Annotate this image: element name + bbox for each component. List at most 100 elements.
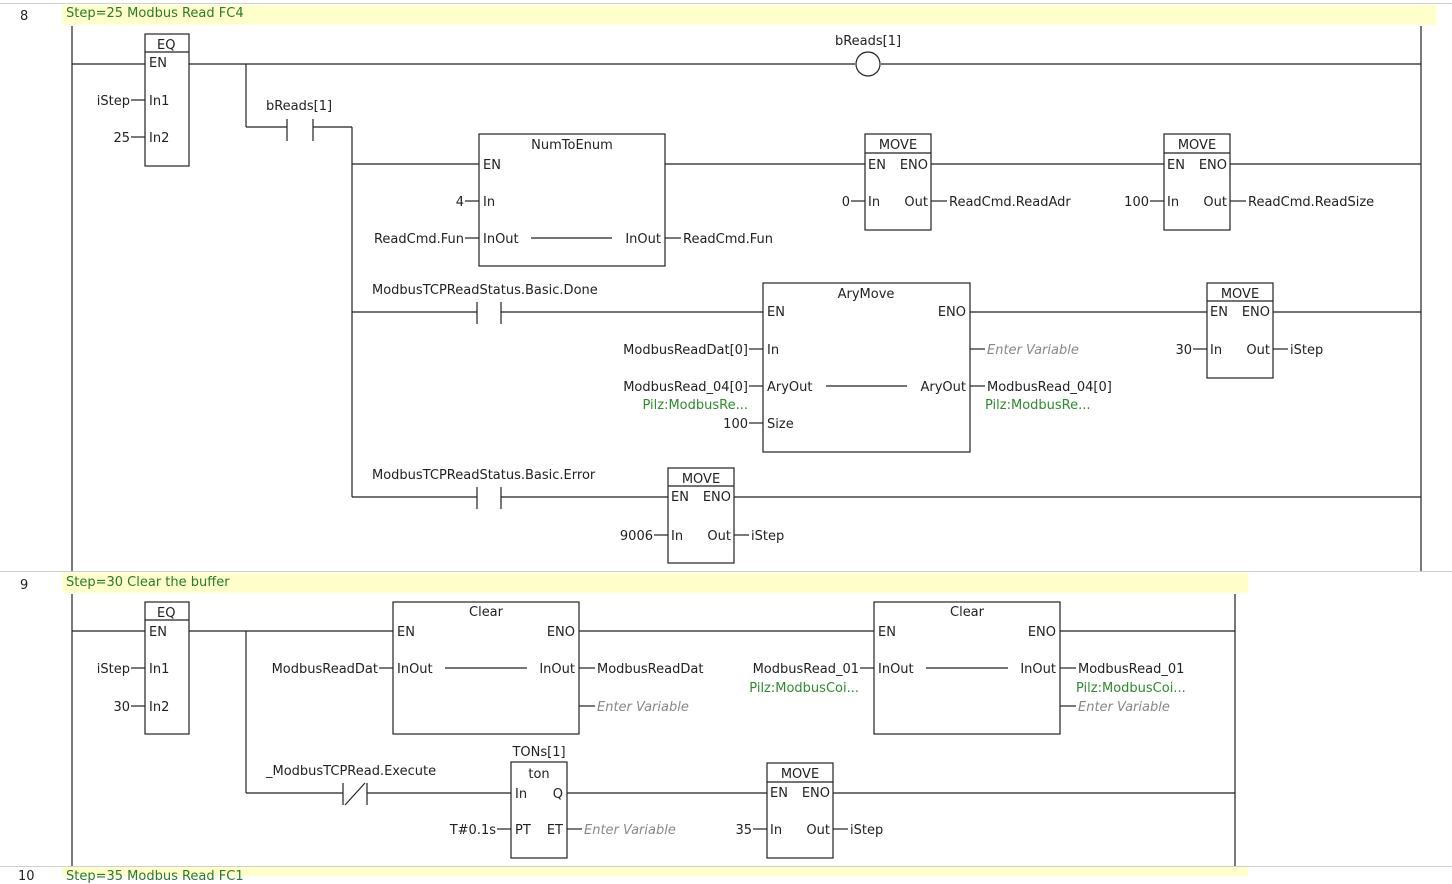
en-pin: EN: [397, 625, 415, 640]
move-block[interactable]: MOVE EN ENO In Out 9006 iStep: [620, 467, 784, 564]
en-pin: EN: [767, 305, 785, 320]
rung-comment[interactable]: Step=25 Modbus Read FC4: [66, 6, 244, 21]
rung-9[interactable]: EQ EN In1 In2 iStep 30 Clear EN ENO InOu…: [71, 594, 1236, 866]
rung-8[interactable]: EQ EN In1 In2 iStep 25 bReads[1] bReads[…: [71, 26, 1422, 571]
in-pin: In: [868, 195, 880, 210]
constant-label: 30: [1175, 343, 1192, 358]
enter-variable-placeholder[interactable]: Enter Variable: [597, 700, 689, 715]
contact-error[interactable]: ModbusTCPReadStatus.Basic.Error: [372, 468, 596, 509]
in2-pin: In2: [149, 700, 169, 715]
rung-9-comment-band[interactable]: [62, 573, 1248, 593]
eno-pin: ENO: [900, 158, 928, 173]
rung-number: 8: [20, 9, 29, 24]
clear-block[interactable]: Clear EN ENO InOut InOut ModbusReadDat M…: [272, 601, 704, 735]
out-pin: Out: [904, 195, 928, 210]
variable-label: iStep: [1290, 343, 1323, 358]
block-title: Clear: [469, 605, 504, 620]
ton-block[interactable]: TONs[1] ton In Q PT ET T#0.1s Enter Vari…: [449, 745, 676, 859]
eq-title: EQ: [157, 38, 175, 53]
en-pin: EN: [483, 158, 501, 173]
eno-pin: ENO: [1199, 158, 1227, 173]
eq-block[interactable]: EQ EN In1 In2 iStep 25: [72, 33, 190, 167]
rung-10-comment-band[interactable]: [62, 867, 1248, 876]
rung-10-divider: [0, 866, 1452, 867]
in-pin: In: [671, 529, 683, 544]
variable-label: ModbusReadDat: [597, 662, 703, 677]
block-title: MOVE: [1221, 287, 1259, 302]
arymove-block[interactable]: AryMove EN ENO In AryOut AryOut Size Mod…: [623, 282, 1112, 453]
out-pin: Out: [1246, 343, 1270, 358]
contact-done[interactable]: ModbusTCPReadStatus.Basic.Done: [372, 283, 598, 324]
rung-9-divider: [0, 571, 1452, 572]
block-title: MOVE: [781, 767, 819, 782]
variable-label: ModbusRead_04[0]: [987, 380, 1112, 395]
enter-variable-placeholder[interactable]: Enter Variable: [987, 343, 1079, 358]
move-block[interactable]: MOVE EN ENO In Out 35 iStep: [735, 762, 883, 859]
rung-8-comment-band[interactable]: [62, 5, 1436, 25]
in-pin: In: [1210, 343, 1222, 358]
en-pin: EN: [149, 625, 167, 640]
in-pin: In: [1167, 195, 1179, 210]
inout-pin: InOut: [625, 232, 661, 247]
block-title: Clear: [950, 605, 985, 620]
en-pin: EN: [149, 56, 167, 71]
constant-label: 100: [723, 417, 748, 432]
contact-bReads[interactable]: bReads[1]: [266, 99, 332, 141]
rung-comment[interactable]: Step=35 Modbus Read FC1: [66, 869, 244, 884]
clear-block[interactable]: Clear EN ENO InOut InOut ModbusRead_01 P…: [749, 601, 1186, 735]
eno-pin: ENO: [938, 305, 966, 320]
move-block[interactable]: MOVE EN ENO In Out 0 ReadCmd.ReadAdr: [842, 133, 1072, 231]
eq-block[interactable]: EQ EN In1 In2 iStep 30: [72, 601, 190, 735]
variable-label: iStep: [751, 529, 784, 544]
en-pin: EN: [770, 786, 788, 801]
variable-label: ReadCmd.Fun: [683, 232, 773, 247]
et-pin: ET: [547, 823, 563, 838]
enter-variable-placeholder[interactable]: Enter Variable: [1078, 700, 1170, 715]
constant-label: 100: [1124, 195, 1149, 210]
numtoenum-block[interactable]: NumToEnum EN In InOut InOut 4 ReadCmd.Fu…: [374, 133, 773, 267]
type-label: Pilz:ModbusRe...: [642, 398, 748, 413]
block-title: MOVE: [879, 138, 917, 153]
inout-pin: InOut: [539, 662, 575, 677]
eno-pin: ENO: [802, 786, 830, 801]
in2-pin: In2: [149, 131, 169, 146]
type-label: Pilz:ModbusCoi...: [1076, 681, 1186, 696]
in1-pin: In1: [149, 94, 169, 109]
rung-number: 9: [20, 578, 29, 593]
contact-execute-nc[interactable]: _ModbusTCPRead.Execute: [265, 764, 436, 806]
contact-label: _ModbusTCPRead.Execute: [265, 764, 436, 779]
out-pin: Out: [707, 529, 731, 544]
move-block[interactable]: MOVE EN ENO In Out 30 iStep: [1175, 282, 1323, 379]
variable-label: ModbusRead_04[0]: [623, 380, 748, 395]
constant-label: 35: [735, 823, 752, 838]
move-block[interactable]: MOVE EN ENO In Out 100 ReadCmd.ReadSize: [1124, 133, 1374, 231]
enter-variable-placeholder[interactable]: Enter Variable: [584, 823, 676, 838]
variable-label: ModbusRead_01: [1078, 662, 1184, 677]
inout-pin: InOut: [397, 662, 433, 677]
en-pin: EN: [1210, 305, 1228, 320]
block-title: AryMove: [838, 287, 895, 302]
en-pin: EN: [671, 490, 689, 505]
constant-label: 25: [113, 131, 130, 146]
out-pin: Out: [806, 823, 830, 838]
in1-pin: In1: [149, 662, 169, 677]
aryout-pin: AryOut: [921, 380, 967, 395]
rung-comment[interactable]: Step=30 Clear the buffer: [66, 575, 230, 590]
in-pin: In: [770, 823, 782, 838]
variable-label: ModbusReadDat: [272, 662, 378, 677]
constant-label: 30: [113, 700, 130, 715]
eno-pin: ENO: [703, 490, 731, 505]
q-pin: Q: [553, 787, 563, 802]
constant-label: 9006: [620, 529, 653, 544]
rung-8-divider: [0, 3, 1452, 4]
block-title: MOVE: [682, 472, 720, 487]
constant-label: 4: [456, 195, 464, 210]
en-pin: EN: [868, 158, 886, 173]
contact-label: bReads[1]: [266, 99, 332, 114]
in-pin: In: [767, 343, 779, 358]
variable-label: ReadCmd.Fun: [374, 232, 464, 247]
block-title: MOVE: [1178, 138, 1216, 153]
coil-bReads[interactable]: bReads[1]: [835, 34, 901, 77]
variable-label: ModbusReadDat[0]: [623, 343, 748, 358]
